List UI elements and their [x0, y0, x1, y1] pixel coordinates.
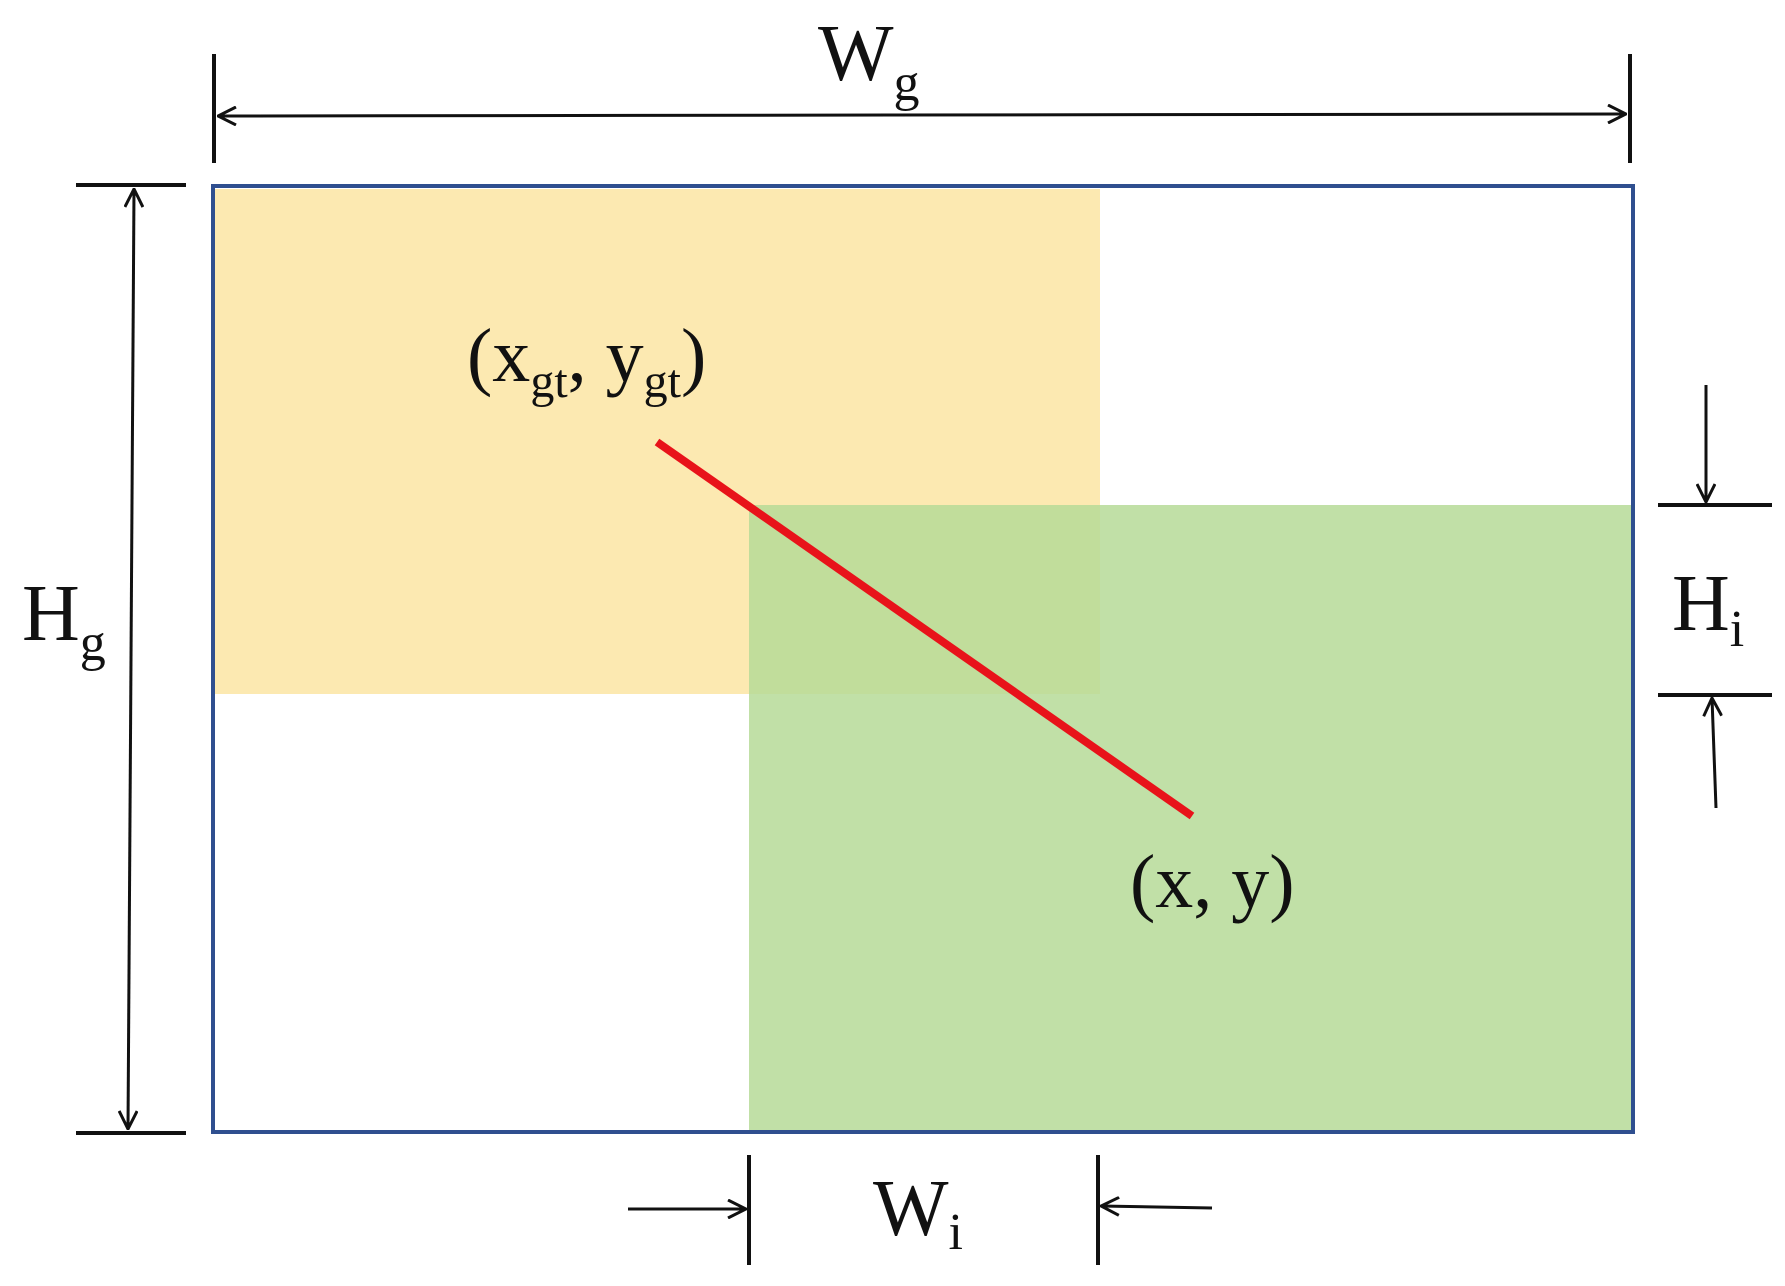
center-distance-line: [654, 438, 1195, 820]
wi-label: Wi: [873, 1165, 963, 1261]
enclosing-box: [211, 184, 1635, 1134]
wg-dimension: [212, 54, 1632, 163]
wg-arrow: [218, 114, 1626, 116]
wg-label: Wg: [818, 10, 920, 112]
hi-bottom-arrow: [1712, 698, 1716, 809]
hi-dimension: [1658, 385, 1772, 809]
wi-right-arrow: [1101, 1206, 1213, 1208]
hg-arrow: [128, 189, 134, 1129]
ground-truth-center-label: (xgt, ygt): [467, 314, 706, 408]
wi-dimension: [628, 1155, 1213, 1265]
prediction-center-label: (x, y): [1130, 840, 1295, 924]
hi-label: Hi: [1672, 560, 1744, 658]
hg-label: Hg: [22, 570, 106, 672]
hg-dimension: [76, 183, 186, 1135]
